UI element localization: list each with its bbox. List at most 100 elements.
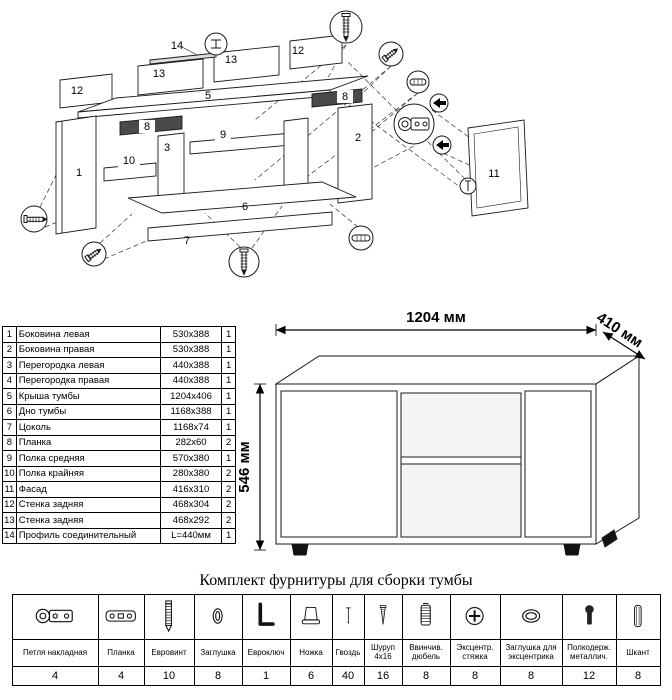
part-label: 8 [144,121,150,133]
part-qty: 2 [221,434,236,451]
hardware-name: Планка [97,639,145,667]
part-size: 530x388 [159,326,223,343]
part-size: 1168x74 [159,419,223,436]
part-num: 9 [2,450,17,467]
part-num: 8 [2,434,17,451]
part-label: 5 [205,90,211,102]
part-label: 6 [242,201,248,213]
hardware-name: Шуруп 4x16 [363,639,403,667]
right-door [524,390,592,538]
part-name: Дно тумбы [15,403,161,420]
part-label: 9 [220,129,226,141]
hardware-qty: 10 [143,666,195,686]
part-label: 3 [164,142,170,154]
profile-bar [149,52,217,65]
part-labels: 14 13 12 13 12 5 8 9 8 1 3 10 2 6 7 11 [71,40,500,247]
part-qty: 1 [221,341,236,358]
hardware-name: Гвоздь [331,639,365,667]
part-num: 3 [2,357,17,374]
open-shelf-section [400,392,522,538]
width-dimension: 1204 мм [406,309,466,326]
profile-callout [204,32,228,56]
part-label: 12 [292,45,304,57]
right-side-panel [337,103,373,204]
part-qty: 1 [221,372,236,389]
hinge-callout [393,103,435,145]
hardware-name: Ножка [289,639,333,667]
dowel-callout-top [406,70,430,94]
part-qty: 2 [221,496,236,513]
cabinet-right-face [595,355,640,545]
left-side-panel [55,115,97,235]
middle-shelf [189,132,293,155]
dowel-screw-icon [420,602,432,626]
part-qty: 1 [221,419,236,436]
hardware-qty: 4 [97,666,145,686]
part-num: 4 [2,372,17,389]
shelf [400,456,522,465]
hinge-icon [35,608,73,624]
hardware-qty: 8 [449,666,501,686]
part-num: 6 [2,403,17,420]
part-num: 10 [2,465,17,482]
left-door [280,390,398,538]
part-name: Боковина правая [15,341,161,358]
dimension-lines [254,324,646,551]
cabinet-front-view [274,355,641,556]
hardware-qty: 8 [615,666,661,686]
hardware-title: Комплект фурнитуры для сборки тумбы [199,572,473,589]
fastener-callouts [20,10,477,278]
part-num: 13 [2,512,17,529]
back-panel-13-left [137,58,204,96]
part-num: 5 [2,388,17,405]
nail-callout [459,177,477,195]
hardware-qty: 8 [193,666,243,686]
hardware-name: Заглушка для эксцентрика [499,639,563,667]
part-qty: 1 [221,326,236,343]
part-label: 7 [184,235,190,247]
hardware-qty: 1 [241,666,291,686]
part-size: 440x388 [159,357,223,374]
hardware-qty: 4 [11,666,99,686]
hardware-qty: 16 [363,666,403,686]
part-size: 468x292 [159,512,223,529]
part-label: 14 [171,40,183,52]
part-name: Полка крайняя [15,465,161,482]
hardware-qty: 6 [289,666,333,686]
part-label: 13 [153,68,165,80]
plate-icon [105,610,137,622]
part-label: 2 [355,132,361,144]
part-num: 11 [2,481,17,498]
part-size: 416x310 [159,481,223,498]
part-size: 468x304 [159,496,223,513]
hardware-name: Евровинт [143,639,195,667]
hardware-name: Шкант [615,639,661,667]
part-name: Планка [15,434,161,451]
part-size: 440x388 [159,372,223,389]
part-name: Перегородка правая [15,372,161,389]
foot-left [291,543,309,556]
hardware-table: Петля накладная Планка Евровинт Заглушка… [11,594,661,686]
partition-right [283,117,309,190]
hexkey-icon [258,602,275,626]
wood-dowel-icon [634,604,642,628]
part-num: 2 [2,341,17,358]
bottom-panel [127,181,357,214]
part-label: 11 [488,168,499,180]
hardware-name: Эксцентр. стяжка [449,639,501,667]
part-label: 10 [123,155,135,167]
depth-dimension: 410 мм [593,309,645,351]
hardware-name: Ввинчив. дюбель [401,639,451,667]
confirmat-screw-callout [329,10,363,44]
part-name: Крыша тумбы [15,388,161,405]
